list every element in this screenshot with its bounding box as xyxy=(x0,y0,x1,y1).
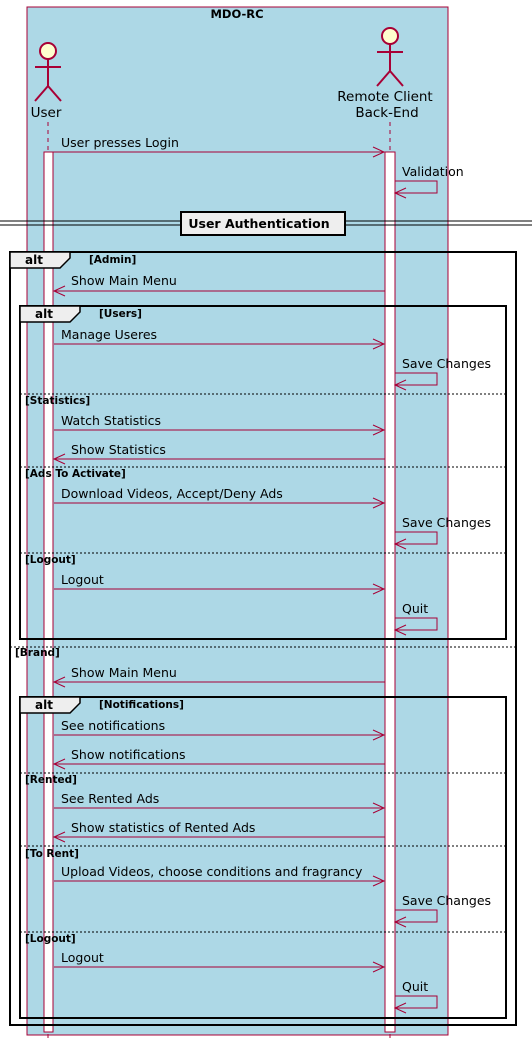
message-label: Manage Useres xyxy=(61,327,157,342)
message-arrow xyxy=(54,802,386,814)
guard-brand: [Brand] xyxy=(15,647,60,659)
message-arrow xyxy=(53,146,386,158)
message-label: Upload Videos, choose conditions and fra… xyxy=(61,864,363,879)
message-label: Show notifications xyxy=(71,747,186,762)
self-message-arrow xyxy=(393,909,438,928)
message-label: Save Changes xyxy=(402,893,491,908)
brand-alt-keyword: alt xyxy=(35,698,53,712)
self-message-arrow xyxy=(393,372,438,391)
guard-to-rent: [To Rent] xyxy=(25,848,79,860)
message-label: Save Changes xyxy=(402,515,491,530)
message-arrow xyxy=(54,424,386,436)
guard-ads-to-activate: [Ads To Activate] xyxy=(25,468,126,480)
outer-alt-frame xyxy=(9,251,517,1026)
participant-box xyxy=(26,6,449,1036)
message-arrow xyxy=(54,338,386,350)
backend-activation-bar xyxy=(384,151,396,1033)
message-label: Show Statistics xyxy=(71,442,166,457)
message-arrow xyxy=(52,285,385,297)
guard-statistics: [Statistics] xyxy=(25,395,90,407)
brand-alt-frame xyxy=(19,696,507,1019)
participant-label-backend-line1: Remote Client xyxy=(337,89,432,105)
guard-admin: [Admin] xyxy=(89,254,136,266)
outer-alt-keyword: alt xyxy=(25,253,43,267)
message-arrow xyxy=(52,758,385,770)
guard-users: [Users] xyxy=(99,308,142,320)
self-message-arrow xyxy=(393,995,438,1014)
message-arrow xyxy=(52,453,385,465)
outer-alt-tab xyxy=(9,251,71,269)
message-label: Download Videos, Accept/Deny Ads xyxy=(61,486,283,501)
participant-label-backend-line2: Back-End xyxy=(355,105,418,121)
message-label: See Rented Ads xyxy=(61,791,159,806)
divider xyxy=(0,211,532,236)
message-arrow xyxy=(52,676,385,688)
self-message-arrow xyxy=(393,180,438,199)
message-label: Validation xyxy=(402,164,464,179)
admin-alt-tab xyxy=(19,305,81,323)
message-label: Save Changes xyxy=(402,356,491,371)
self-message-arrow xyxy=(393,531,438,550)
user-activation-bar xyxy=(43,151,54,1033)
message-arrow xyxy=(54,583,386,595)
box-title: MDO-RC xyxy=(210,7,263,21)
message-label: Logout xyxy=(61,950,104,965)
message-label: Show statistics of Rented Ads xyxy=(71,820,255,835)
guard-logout: [Logout] xyxy=(25,933,76,945)
message-arrow xyxy=(52,831,385,843)
guard-logout: [Logout] xyxy=(25,554,76,566)
divider-label: User Authentication xyxy=(188,216,329,231)
message-label: See notifications xyxy=(61,718,165,733)
guard-rented: [Rented] xyxy=(25,774,77,786)
message-arrow xyxy=(54,497,386,509)
message-label: User presses Login xyxy=(61,135,179,150)
message-label: Logout xyxy=(61,572,104,587)
message-arrow xyxy=(54,729,386,741)
message-arrow xyxy=(54,875,386,887)
message-arrow xyxy=(54,961,386,973)
guard-notifications: [Notifications] xyxy=(99,699,184,711)
message-label: Show Main Menu xyxy=(71,665,177,680)
message-label: Quit xyxy=(402,979,428,994)
admin-alt-keyword: alt xyxy=(35,307,53,321)
self-message-arrow xyxy=(393,617,438,636)
message-label: Watch Statistics xyxy=(61,413,161,428)
backend-actor-icon xyxy=(376,27,404,87)
admin-alt-frame xyxy=(19,305,507,640)
message-label: Quit xyxy=(402,601,428,616)
participant-label-user: User xyxy=(31,105,62,121)
user-actor-icon xyxy=(34,42,62,102)
brand-alt-tab xyxy=(19,696,81,714)
message-label: Show Main Menu xyxy=(71,273,177,288)
